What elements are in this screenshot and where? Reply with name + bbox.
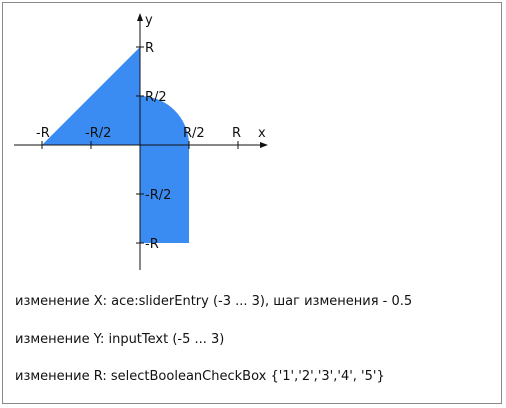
y-tick-label: R	[145, 41, 154, 56]
note-y-input: изменение Y: inputText (-5 ... 3)	[15, 332, 225, 347]
y-tick-label: -R	[145, 237, 159, 252]
x-tick-label: -R	[36, 126, 50, 141]
triangle-region	[42, 47, 140, 145]
x-tick-label: -R/2	[85, 126, 111, 141]
note-r-input: изменение R: selectBooleanCheckBox {'1',…	[15, 369, 385, 384]
shaded-area	[42, 47, 189, 243]
note-x-input: изменение X: ace:sliderEntry (-3 ... 3),…	[15, 294, 413, 309]
axes: xy	[14, 13, 268, 270]
y-axis-label: y	[145, 13, 153, 28]
y-tick-label: -R/2	[145, 188, 171, 203]
rectangle-region	[140, 145, 189, 243]
y-axis-arrow-icon	[137, 13, 143, 21]
content-frame	[2, 2, 502, 404]
quarter-circle-region	[140, 96, 189, 145]
x-axis-arrow-icon	[260, 142, 268, 148]
x-tick-label: R/2	[183, 126, 205, 141]
x-axis-label: x	[258, 126, 266, 141]
x-tick-label: R	[232, 126, 241, 141]
y-tick-label: R/2	[145, 90, 167, 105]
